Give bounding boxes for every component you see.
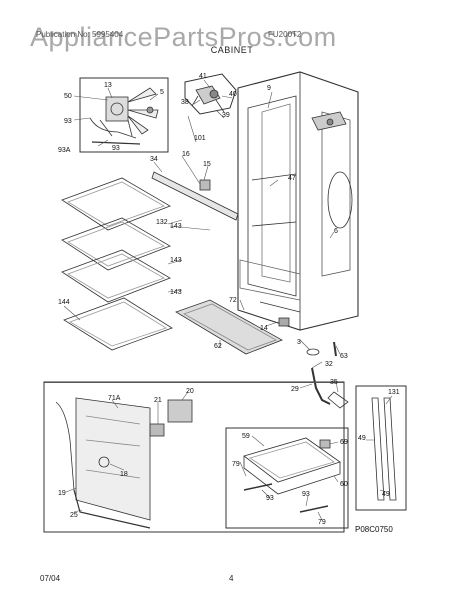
- callout-25: 25: [70, 512, 78, 519]
- callout-144: 144: [58, 299, 70, 306]
- callout-35: 35: [330, 379, 338, 386]
- callout-6: 6: [334, 228, 338, 235]
- footer-page-number: 4: [229, 574, 234, 583]
- callout-15: 15: [203, 161, 211, 168]
- callout-21: 21: [154, 397, 162, 404]
- callout-131: 131: [388, 389, 400, 396]
- callout-5: 5: [160, 89, 164, 96]
- callout-50: 50: [64, 93, 72, 100]
- callout-93: 93: [64, 118, 72, 125]
- callout-143-c: 143: [170, 289, 182, 296]
- callout-16: 16: [182, 151, 190, 158]
- callout-93-b: 93: [112, 145, 120, 152]
- callout-79-a: 79: [232, 461, 240, 468]
- wire-shelves: [61, 177, 173, 351]
- callout-143-a: 143: [170, 223, 182, 230]
- callout-14: 14: [260, 325, 268, 332]
- kick-plate: [175, 299, 283, 355]
- callout-72: 72: [229, 297, 237, 304]
- publication-number: Publication No: 5995404: [36, 30, 124, 39]
- callout-60: 60: [340, 481, 348, 488]
- callout-32: 32: [325, 361, 333, 368]
- callout-20: 20: [186, 388, 194, 395]
- basket-inset: [225, 427, 349, 529]
- callout-29: 29: [291, 386, 299, 393]
- callout-49-a: 49: [358, 435, 366, 442]
- drain-parts: [278, 317, 349, 409]
- callout-41: 41: [199, 73, 207, 80]
- model-number: FU200T2: [268, 30, 302, 39]
- callout-69: 69: [340, 439, 348, 446]
- callout-63: 63: [340, 353, 348, 360]
- callout-62: 62: [214, 343, 222, 350]
- rail-inset: [355, 385, 407, 511]
- callout-71a: 71A: [108, 395, 121, 402]
- callout-19: 19: [58, 490, 66, 497]
- callout-59: 59: [242, 433, 250, 440]
- section-title: CABINET: [210, 45, 254, 55]
- callout-39: 39: [222, 112, 230, 119]
- callout-143-b: 143: [170, 257, 182, 264]
- callout-47: 47: [288, 175, 296, 182]
- footer-date: 07/04: [40, 574, 61, 583]
- callout-93a: 93A: [58, 147, 71, 154]
- leader-lines: [63, 79, 393, 521]
- callout-34: 34: [150, 156, 158, 163]
- diagram-code: P08C0750: [355, 525, 393, 534]
- callout-49-b: 49: [382, 491, 390, 498]
- callout-93-d: 93: [302, 491, 310, 498]
- shelf-rail: [151, 171, 239, 221]
- callout-79-b: 79: [318, 519, 326, 526]
- callout-40: 40: [229, 91, 237, 98]
- callout-labels: 50 13 5 93 93 93A 41 40 38 39 101 9 16 1…: [58, 73, 400, 534]
- callout-9: 9: [267, 85, 271, 92]
- cabinet-body: [237, 71, 359, 331]
- fan-inset: [79, 77, 169, 153]
- callout-38: 38: [181, 99, 189, 106]
- callout-3: 3: [297, 339, 301, 346]
- light-bracket: [184, 73, 237, 115]
- callout-93-c: 93: [266, 495, 274, 502]
- callout-132: 132: [156, 219, 168, 226]
- watermark: AppliancePartsPros.com: [30, 22, 337, 52]
- callout-101: 101: [194, 135, 206, 142]
- callout-13: 13: [104, 82, 112, 89]
- control-panel-inset: [43, 381, 345, 533]
- callout-18: 18: [120, 471, 128, 478]
